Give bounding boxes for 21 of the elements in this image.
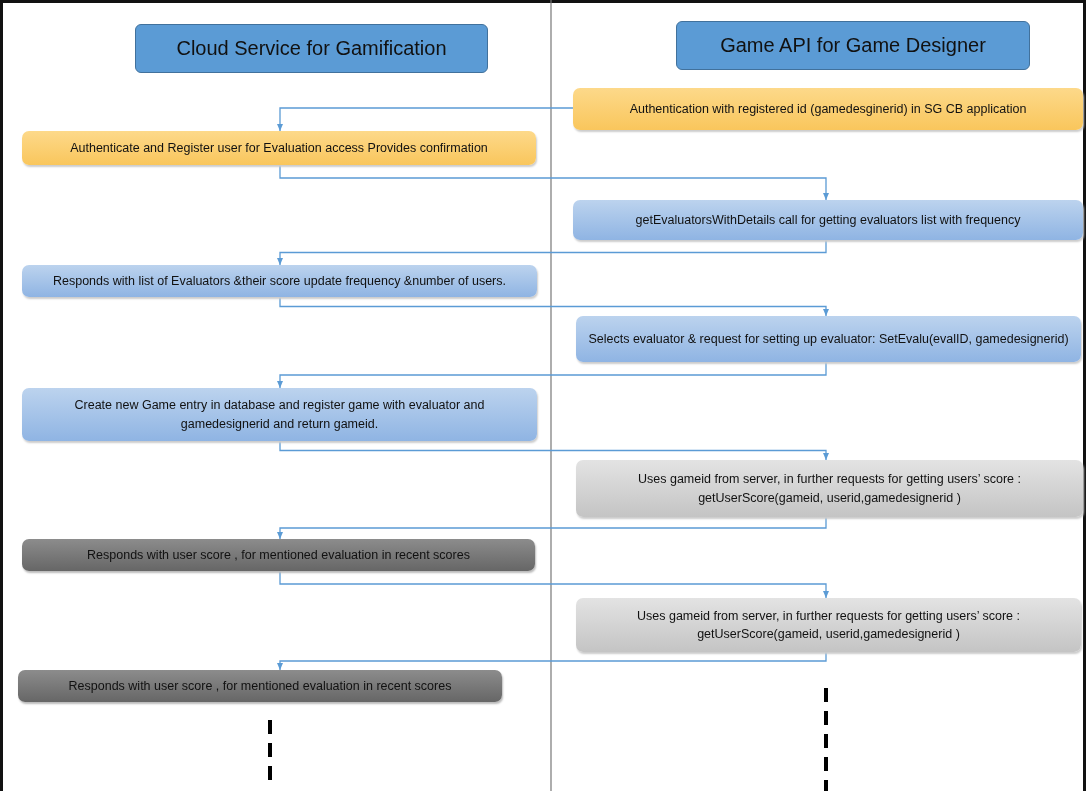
- message-box: Authenticate and Register user for Evaluation access Provides confirmation: [22, 131, 536, 165]
- message-arrow: [277, 107, 574, 132]
- message-box: Uses gameid from server, in further requests for getting users’ score : getUserScore(gameid, userid,gamedesignerid ): [576, 460, 1083, 517]
- message-arrow: [277, 239, 827, 266]
- message-box: Responds with user score , for mentioned evaluation in recent scores: [22, 539, 535, 571]
- message-box: Authentication with registered id (gamedesginerid) in SG CB application: [573, 88, 1083, 130]
- message-box: getEvaluatorsWithDetails call for getting evaluators list with frequency: [573, 200, 1083, 240]
- message-box: Responds with list of Evaluators &their score update frequency &number of users.: [22, 265, 537, 297]
- message-arrow: [277, 651, 827, 671]
- message-arrow: [279, 164, 829, 201]
- message-arrow: [277, 516, 827, 540]
- message-arrow: [279, 570, 829, 599]
- message-arrow: [277, 361, 827, 389]
- message-arrow: [279, 296, 829, 317]
- message-box: Responds with user score , for mentioned evaluation in recent scores: [18, 670, 502, 702]
- lane-header: Game API for Game Designer: [676, 21, 1030, 70]
- message-box: Selects evaluator & request for setting up evaluator: SetEvalu(evalID, gamedesignerid): [576, 316, 1081, 362]
- lane-header: Cloud Service for Gamification: [135, 24, 488, 73]
- message-arrow: [279, 440, 829, 461]
- message-box: Uses gameid from server, in further requests for getting users’ score : getUserScore(gameid, userid,gamedesignerid ): [576, 598, 1081, 652]
- message-box: Create new Game entry in database and register game with evaluator and gamedesignerid and return gameid.: [22, 388, 537, 441]
